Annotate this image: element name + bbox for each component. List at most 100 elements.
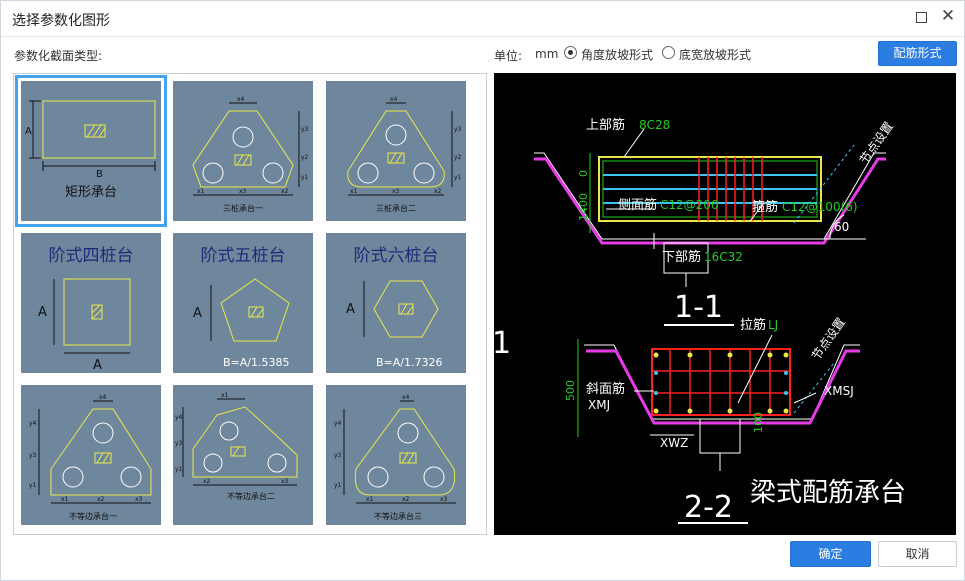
tile-unequal-cap-2[interactable]: x1 y4 y3 y1 x2 x3 不等边承台二 — [173, 385, 313, 525]
dim-top-label: 0 — [577, 170, 590, 177]
tile-stepped-five-pile[interactable]: 阶式五桩台 A B=A/1.5385 — [173, 233, 313, 373]
y3-label: y3 — [29, 452, 37, 459]
tile-unequal-cap-3[interactable]: x4 y4 y3 y1 x1 x2 x3 不等边承台三 — [326, 385, 466, 525]
tile-caption: 三桩承台二 — [376, 203, 416, 213]
dim-b-label: B=A/1.5385 — [223, 356, 289, 369]
tile-three-pile-1-drawing: x4 y3 y2 y1 x1 x3 x2 三桩承台一 — [192, 96, 309, 213]
tile-unequal-3-drawing: x4 y4 y3 y1 x1 x2 x3 不等边承台三 — [334, 394, 456, 521]
x2-label: x2 — [402, 496, 410, 503]
radio-angle-slope[interactable] — [564, 46, 577, 59]
y1-label: y1 — [301, 174, 309, 181]
section-left-mark: 1 — [494, 326, 511, 361]
x2-label: x2 — [203, 478, 211, 485]
section-1-1-title: 1-1 — [674, 290, 723, 325]
top-rebar-label: 上部筋 — [586, 117, 625, 133]
tile-unequal-1-drawing: x4 y4 y3 y1 x1 x2 x3 不等边承台一 — [29, 394, 152, 521]
x1-label: x1 — [350, 188, 358, 195]
tile-stepped-five-drawing: 阶式五桩台 A B=A/1.5385 — [193, 246, 290, 369]
x2-label: x2 — [97, 496, 105, 503]
ok-button[interactable]: 确定 — [790, 541, 871, 567]
top-rebar-spec: 8C28 — [639, 118, 670, 132]
tie-bar-spec: LJ — [768, 318, 778, 332]
slope-angle: 60 — [834, 220, 849, 234]
dim-b-label: B — [96, 169, 103, 180]
section-2-2-title: 2-2 — [684, 490, 733, 525]
x3-label: x3 — [135, 496, 143, 503]
x3-label: x3 — [392, 188, 400, 195]
close-button[interactable]: ✕ — [939, 7, 957, 27]
dialog-title: 选择参数化图形 — [12, 13, 110, 29]
dim-a-label: A — [346, 302, 355, 317]
tile-caption: 不等边承台二 — [227, 491, 275, 501]
slope-rebar-label: 斜面筋 — [586, 381, 625, 397]
rebar-preview-drawing: 上部筋 8C28 侧面筋 C12@200 箍筋 C12@100(6) 下部筋 1… — [494, 117, 906, 525]
tile-three-pile-2-drawing: x4 y3 y2 y1 x1 x3 x2 三桩承台二 — [347, 96, 462, 213]
y1-label: y1 — [454, 174, 462, 181]
side-rebar-label: 侧面筋 — [618, 197, 657, 213]
dim-side-label: 1400 — [577, 193, 590, 221]
tile-caption: 不等边承台三 — [374, 511, 422, 521]
preview-pane: 上部筋 8C28 侧面筋 C12@200 箍筋 C12@100(6) 下部筋 1… — [494, 73, 956, 535]
y3-label: y3 — [454, 126, 462, 133]
unit-label: 单位: — [494, 49, 523, 63]
dim-a-label: A — [25, 126, 32, 137]
rebar-config-button[interactable]: 配筋形式 — [878, 41, 957, 66]
x4-label: x4 — [402, 394, 410, 401]
shape-gallery: A B 矩形承台 x4 y3 y2 y1 x1 x — [13, 73, 487, 535]
xmsj-label: XMSJ — [824, 384, 854, 398]
cancel-button[interactable]: 取消 — [878, 541, 957, 567]
tile-unequal-cap-1[interactable]: x4 y4 y3 y1 x1 x2 x3 不等边承台一 — [21, 385, 161, 525]
tile-three-pile-cap-2[interactable]: x4 y3 y2 y1 x1 x3 x2 三桩承台二 — [326, 81, 466, 221]
dim-a-label: A — [38, 305, 47, 320]
tile-caption: 三桩承台一 — [223, 203, 263, 213]
x1-label: x1 — [197, 188, 205, 195]
radio-bottom-width-slope-label[interactable]: 底宽放坡形式 — [679, 48, 752, 62]
x2-label: x2 — [281, 188, 289, 195]
tile-stepped-four-pile[interactable]: 阶式四桩台 A A — [21, 233, 161, 373]
section-type-label: 参数化截面类型: — [14, 49, 103, 63]
y1-label: y1 — [175, 466, 183, 473]
unit-value: mm — [535, 47, 559, 61]
x3-label: x3 — [281, 478, 289, 485]
y4-label: y4 — [175, 414, 183, 421]
x4-label: x4 — [390, 96, 398, 103]
tile-caption: 不等边承台一 — [69, 511, 117, 521]
x1-label: x1 — [221, 392, 229, 399]
title-bar: 选择参数化图形 ✕ — [1, 1, 964, 37]
tile-caption: 阶式六桩台 — [354, 246, 439, 266]
xwz-label: XWZ — [660, 436, 688, 450]
tile-caption: 阶式四桩台 — [49, 246, 134, 266]
stirrup-label: 箍筋 — [752, 199, 778, 215]
y4-label: y4 — [29, 420, 37, 427]
tile-unequal-2-drawing: x1 y4 y3 y1 x2 x3 不等边承台二 — [175, 392, 298, 501]
x3-label: x3 — [440, 496, 448, 503]
radio-angle-slope-label[interactable]: 角度放坡形式 — [581, 48, 654, 62]
preview-caption: 梁式配筋承台 — [750, 478, 906, 508]
tile-three-pile-cap-1[interactable]: x4 y3 y2 y1 x1 x3 x2 三桩承台一 — [173, 81, 313, 221]
y2-label: y2 — [301, 154, 309, 161]
dim-100-label: 100 — [752, 412, 765, 433]
slope-rebar-spec: XMJ — [588, 398, 610, 412]
dim-500-label: 500 — [564, 380, 577, 401]
tile-stepped-six-pile[interactable]: 阶式六桩台 A B=A/1.7326 — [326, 233, 466, 373]
x3-label: x3 — [239, 188, 247, 195]
tile-caption: 阶式五桩台 — [201, 246, 286, 266]
x1-label: x1 — [61, 496, 69, 503]
tile-stepped-four-drawing: 阶式四桩台 A A — [38, 246, 134, 373]
radio-bottom-width-slope[interactable] — [662, 46, 675, 59]
maximize-button[interactable] — [913, 9, 931, 27]
y3-label: y3 — [301, 126, 309, 133]
y3-label: y3 — [334, 452, 342, 459]
x2-label: x2 — [434, 188, 442, 195]
y1-label: y1 — [29, 482, 37, 489]
tie-bar-label: 拉筋 — [740, 317, 766, 333]
dim-b-label: A — [93, 358, 102, 373]
bottom-rebar-spec: 16C32 — [704, 250, 743, 264]
tile-caption: 矩形承台 — [65, 185, 117, 200]
x4-label: x4 — [99, 394, 107, 401]
side-rebar-spec: C12@200 — [660, 198, 719, 212]
tile-rectangular-cap[interactable]: A B 矩形承台 — [15, 75, 167, 227]
stirrup-spec: C12@100(6) — [782, 200, 858, 214]
y4-label: y4 — [334, 420, 342, 427]
